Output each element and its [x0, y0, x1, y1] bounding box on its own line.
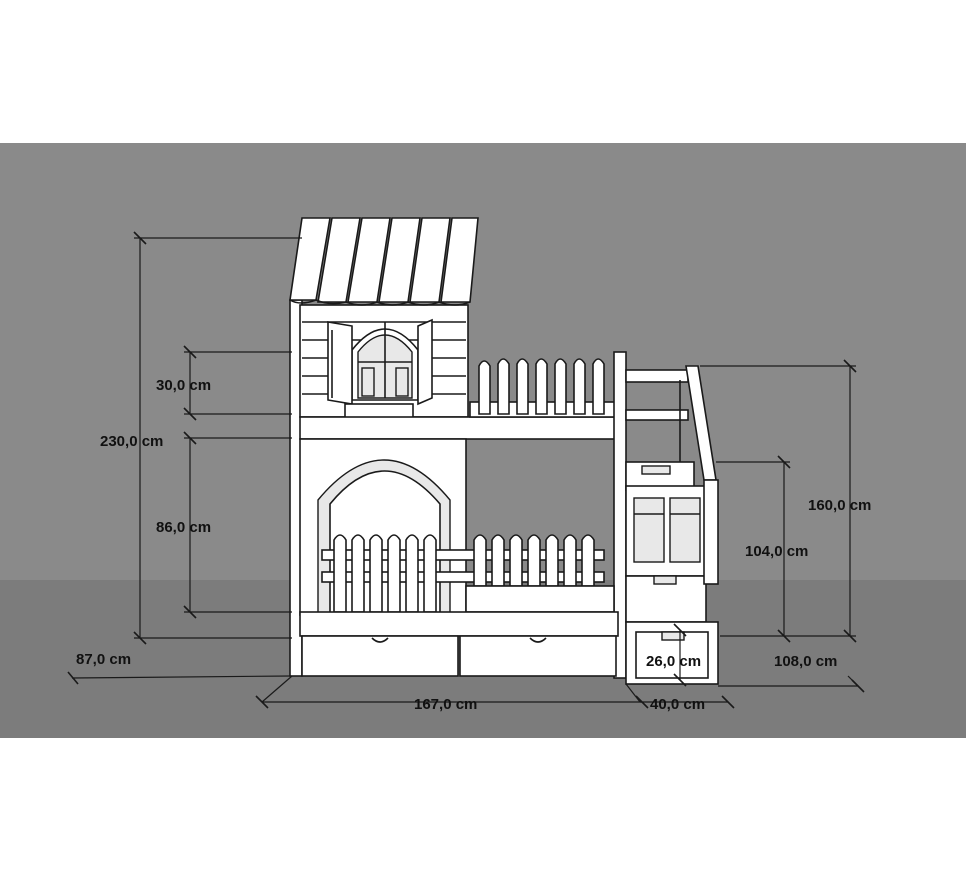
- lower-fence: [321, 534, 605, 613]
- label-total-height: 230,0 cm: [100, 433, 163, 450]
- bunk-bed: [289, 217, 627, 679]
- label-stairs-mid-height: 104,0 cm: [745, 543, 808, 560]
- upper-floor-beam: [299, 416, 619, 440]
- drawers: [301, 635, 617, 677]
- label-step-height: 26,0 cm: [646, 653, 701, 670]
- drawer-left: [301, 635, 459, 677]
- upper-fence: [469, 358, 619, 418]
- stairs: [625, 365, 719, 685]
- stair-handrail-top: [625, 369, 689, 383]
- label-stairs-width: 40,0 cm: [650, 696, 705, 713]
- dimension-lines: [67, 231, 865, 709]
- dimension-labels: 230,0 cm 30,0 cm 86,0 cm 87,0 cm 167,0 c…: [76, 377, 871, 713]
- label-depth: 87,0 cm: [76, 651, 131, 668]
- base-rail: [299, 611, 619, 637]
- label-roof-gap: 30,0 cm: [156, 377, 211, 394]
- label-length: 167,0 cm: [414, 696, 477, 713]
- label-stairs-depth: 108,0 cm: [774, 653, 837, 670]
- label-lower-opening: 86,0 cm: [156, 519, 211, 536]
- label-stairs-height: 160,0 cm: [808, 497, 871, 514]
- lower-bed-frame: [465, 585, 615, 613]
- upper-window: [327, 318, 433, 423]
- right-shutter: [417, 318, 433, 406]
